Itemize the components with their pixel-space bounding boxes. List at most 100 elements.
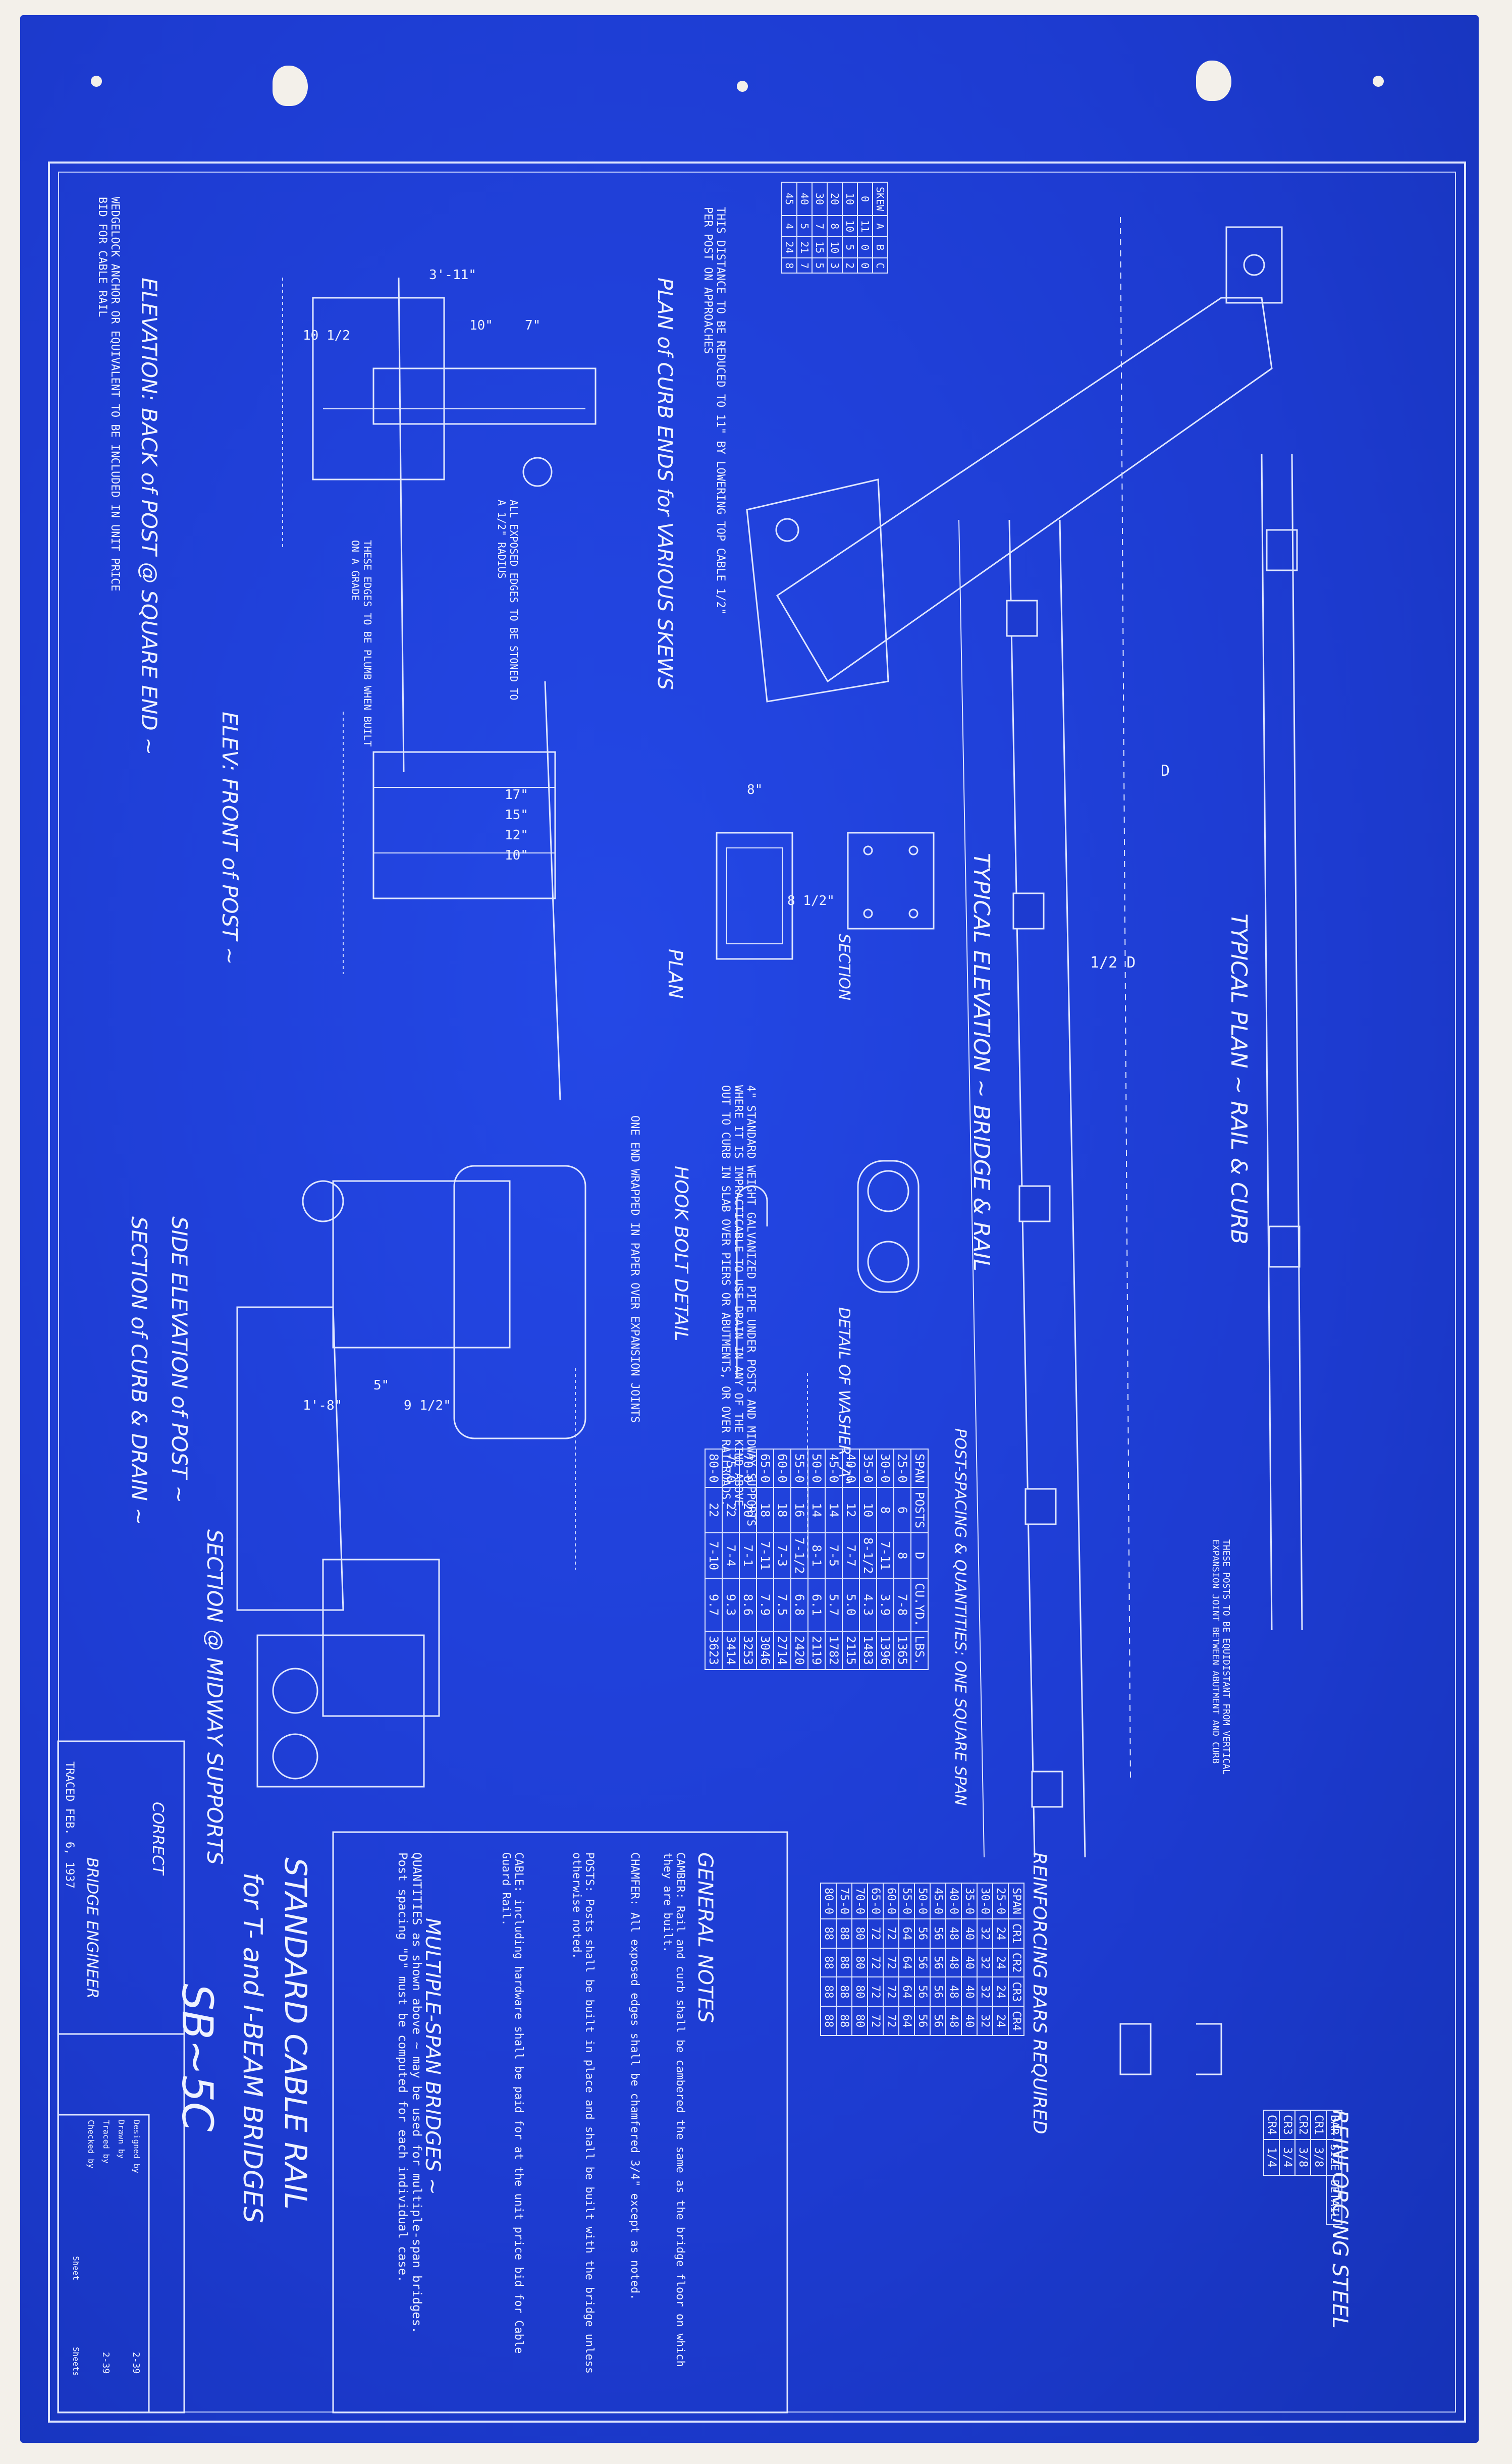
table-header-cell: SPAN: [911, 1449, 928, 1487]
table-cell: 20: [827, 182, 842, 216]
table-cell: 88: [821, 1977, 836, 2007]
main-title-sub: for T- and I-BEAM BRIDGES: [237, 1872, 267, 2223]
exposed-edges-note: ALL EXPOSED EDGES TO BE STONED TO A 1/2"…: [496, 500, 520, 701]
table-cell: 88: [836, 1918, 852, 1948]
title-block-traced-by: Traced by: [101, 2120, 111, 2164]
dim: 17": [505, 787, 528, 802]
main-title: STANDARD CABLE RAIL: [278, 1857, 313, 2210]
table-cell: 6.1: [808, 1578, 825, 1631]
wedgelock-note: WEDGELOCK ANCHOR OR EQUIVALENT TO BE INC…: [96, 197, 121, 592]
table-cell: 40: [961, 1918, 977, 1948]
title-block-sheet: Sheet: [71, 2256, 81, 2281]
line-drawing: [57, 217, 1303, 2414]
table-cell: 7.5: [774, 1578, 791, 1631]
table-cell: 7: [797, 258, 812, 274]
table-cell: 1782: [825, 1631, 842, 1670]
table-cell: 9.7: [705, 1578, 722, 1631]
general-note-1: CAMBER: Rail and curb shall be cambered …: [661, 1852, 686, 2367]
punch-hole: [91, 76, 102, 87]
table-cell: 70-0: [739, 1449, 757, 1487]
table-cell: 80: [852, 1977, 868, 2007]
table-header-cell: SIZE: [1326, 2139, 1342, 2175]
table-cell: 80-0: [821, 1883, 836, 1919]
table-cell: 7-11: [877, 1533, 894, 1579]
section-curb-drain-title: SECTION of CURB & DRAIN ~: [127, 1216, 151, 1526]
table-cell: 40-0: [946, 1883, 961, 1919]
title-block-sheets: Sheets: [71, 2347, 81, 2376]
dim: 10 1/2: [303, 328, 350, 343]
table-cell: 14: [825, 1487, 842, 1533]
table-cell: 64: [899, 2006, 914, 2036]
table-cell: 2115: [842, 1631, 859, 1670]
main-title-line2: for T- and I-BEAM BRIDGES: [237, 1872, 267, 2223]
dim: 10": [469, 318, 493, 333]
title-block-date: 2-39: [131, 2352, 141, 2374]
table-cell: 5.0: [842, 1578, 859, 1631]
table-cell: 3253: [739, 1631, 757, 1670]
table-cell: 56: [930, 1977, 946, 2007]
reinforcing-bars-title: REINFORCING BARS REQUIRED: [1029, 1852, 1050, 2134]
distance-note: THIS DISTANCE TO BE REDUCED TO 11" BY LO…: [701, 207, 727, 615]
table-cell: 8-1: [808, 1533, 825, 1579]
table-cell: 3/4: [1279, 2139, 1295, 2175]
dim: 12": [505, 828, 528, 843]
table-cell: 80: [852, 1948, 868, 1977]
table-cell: 64: [899, 1948, 914, 1977]
table-cell: 4: [782, 216, 797, 237]
table-cell: 88: [821, 1918, 836, 1948]
table-header-cell: C: [873, 258, 888, 274]
dim: D: [1161, 762, 1170, 780]
table-cell: 56: [930, 1918, 946, 1948]
table-cell: 55-0: [791, 1449, 808, 1487]
table-header-cell: SPAN: [1008, 1883, 1024, 1919]
table-cell: 8: [894, 1533, 911, 1579]
table-cell: 5: [842, 237, 857, 258]
table-cell: 7-5: [825, 1533, 842, 1579]
section-midway-title: SECTION @ MIDWAY SUPPORTS: [202, 1529, 227, 1865]
table-header-cell: LBS.: [911, 1631, 928, 1670]
table-cell: 30: [812, 182, 827, 216]
table-cell: 56: [914, 1948, 930, 1977]
drawing-border: [48, 162, 1466, 2423]
dim: 7": [525, 318, 541, 333]
table-cell: 30-0: [977, 1883, 993, 1919]
title-block-designed: Designed by: [132, 2120, 141, 2173]
table-header-cell: CR3: [1008, 1977, 1024, 2007]
multi-span-note: QUANTITIES as shown above ~ may be used …: [396, 1852, 424, 2334]
table-cell: 7-11: [757, 1533, 774, 1579]
table-header-cell: CR4: [1008, 2006, 1024, 2036]
table-cell: 10: [827, 237, 842, 258]
table-cell: 20: [739, 1487, 757, 1533]
table-header-cell: CR2: [1008, 1948, 1024, 1977]
table-cell: 72: [868, 1977, 883, 2007]
table-cell: 40-0: [842, 1449, 859, 1487]
table-cell: 48: [946, 1948, 961, 1977]
post-spacing-title: POST-SPACING & QUANTITIES: ONE SQUARE SP…: [951, 1428, 969, 1806]
table-cell: 5: [797, 216, 812, 237]
table-cell: 9.3: [722, 1578, 739, 1631]
dim: 9 1/2": [404, 1398, 451, 1413]
edges-plumb-note: THESE EDGES TO BE PLUMB WHEN BUILT ON A …: [349, 540, 373, 747]
table-cell: 3/8: [1295, 2139, 1311, 2175]
table-cell: 40: [961, 1977, 977, 2007]
table-cell: 0: [857, 237, 873, 258]
table-cell: 5.7: [825, 1578, 842, 1631]
